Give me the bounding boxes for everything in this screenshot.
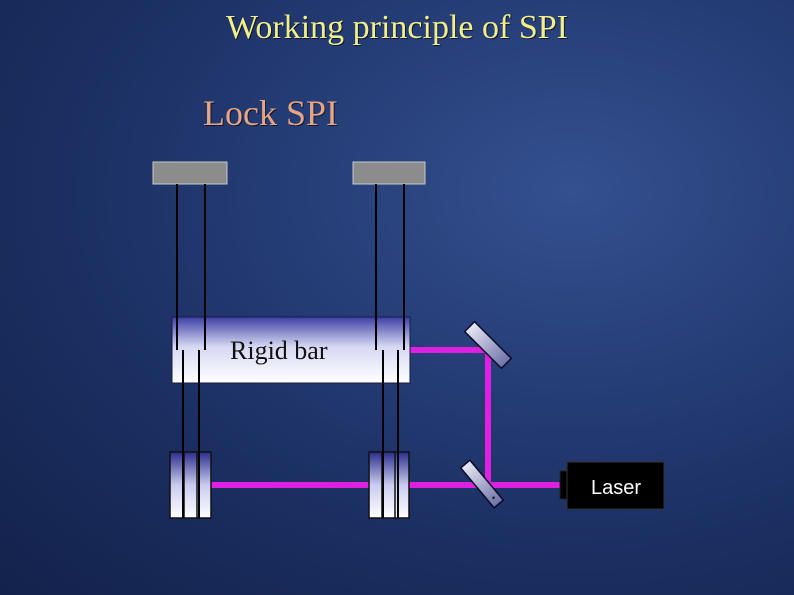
upper-mirror	[463, 320, 513, 370]
left-test-mass	[169, 451, 212, 519]
left-suspension-wires	[176, 184, 206, 518]
rigid-bar	[171, 316, 411, 384]
right-suspension-anchor	[352, 161, 426, 185]
right-suspension-wires	[375, 184, 405, 518]
laser-source	[559, 461, 665, 510]
slide-title: Working principle of SPI	[226, 9, 568, 46]
slide-subtitle: Lock SPI	[203, 93, 338, 133]
left-suspension-anchor	[152, 161, 228, 185]
right-test-mass	[368, 451, 410, 519]
rigid-bar-label: Rigid bar	[230, 336, 328, 365]
laser-label: Laser	[591, 477, 642, 499]
lower-mirror	[459, 459, 505, 509]
